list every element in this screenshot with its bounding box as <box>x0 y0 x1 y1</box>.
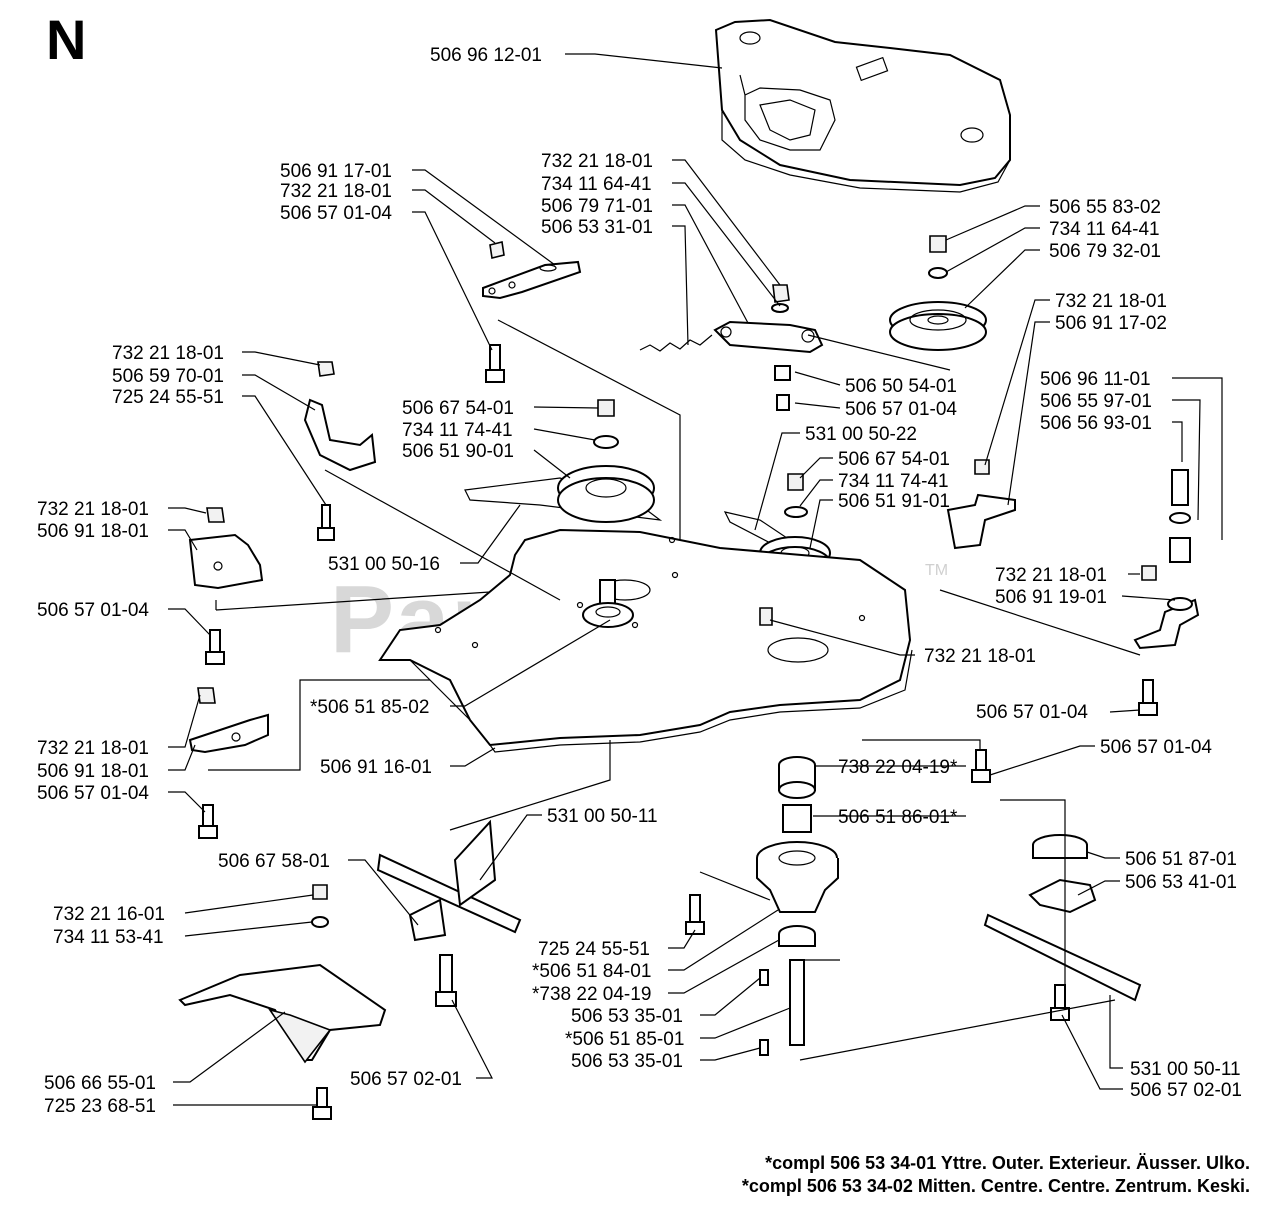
part-label: 732 21 18-01 <box>541 151 653 172</box>
footnote-centre: *compl 506 53 34-02 Mitten. Centre. Cent… <box>741 1176 1250 1196</box>
part-label: 531 00 50-22 <box>805 424 917 445</box>
part-label: 738 22 04-19* <box>838 757 958 778</box>
part-label: 506 79 71-01 <box>541 196 653 217</box>
part-label: 506 57 01-04 <box>976 702 1088 723</box>
part-label: 506 91 18-01 <box>37 521 149 542</box>
part-label: 506 50 54-01 <box>845 376 957 397</box>
part-label: 506 91 19-01 <box>995 587 1107 608</box>
part-label: 506 66 55-01 <box>44 1073 156 1094</box>
right-blade-assembly <box>983 834 1142 1021</box>
bracket-506-91-17-02 <box>946 459 1016 550</box>
part-label: 506 55 83-02 <box>1049 197 1161 218</box>
part-label: 506 56 93-01 <box>1040 413 1152 434</box>
part-label: 506 57 02-01 <box>350 1069 462 1090</box>
part-label: 506 53 35-01 <box>571 1006 683 1027</box>
part-label: 531 00 50-16 <box>328 554 440 575</box>
footnotes: *compl 506 53 34-01 Yttre. Outer. Exteri… <box>742 1152 1250 1198</box>
part-label: 506 96 12-01 <box>430 45 542 66</box>
part-label: 732 21 18-01 <box>280 181 392 202</box>
part-label: 732 21 18-01 <box>995 565 1107 586</box>
part-label: 506 67 58-01 <box>218 851 330 872</box>
pulley-506-79-32-01 <box>889 235 987 351</box>
part-label: 734 11 64-41 <box>541 174 652 195</box>
part-label: 506 53 41-01 <box>1125 872 1237 893</box>
part-label: 506 96 11-01 <box>1040 369 1151 390</box>
part-label: 732 21 16-01 <box>53 904 165 925</box>
watermark-tm: TM <box>925 562 948 579</box>
tension-arm-assembly <box>639 284 824 411</box>
part-label: *506 51 85-02 <box>310 697 429 718</box>
part-label: 732 21 18-01 <box>1055 291 1167 312</box>
part-label: 732 21 18-01 <box>37 499 149 520</box>
part-label: 506 57 02-01 <box>1130 1080 1242 1101</box>
part-label: 506 91 18-01 <box>37 761 149 782</box>
part-label: 506 79 32-01 <box>1049 241 1161 262</box>
part-label: 506 91 17-02 <box>1055 313 1167 334</box>
part-label: 506 51 87-01 <box>1125 849 1237 870</box>
part-label: 732 21 18-01 <box>37 738 149 759</box>
part-label: 506 51 90-01 <box>402 441 514 462</box>
bracket-506-91-17-01 <box>482 241 582 383</box>
part-label: 531 00 50-11 <box>547 806 658 827</box>
part-label: *506 51 84-01 <box>532 961 651 982</box>
part-label: 506 51 91-01 <box>838 491 950 512</box>
bracket-506-91-19-01 <box>1133 469 1200 716</box>
deflector <box>178 963 387 1120</box>
part-label: 506 91 17-01 <box>280 161 392 182</box>
left-blade-assembly <box>311 819 522 1007</box>
part-label: *738 22 04-19 <box>532 984 651 1005</box>
part-label: 732 21 18-01 <box>112 343 224 364</box>
part-label: 506 57 01-04 <box>280 203 392 224</box>
part-label: 725 24 55-51 <box>538 939 650 960</box>
leader-lines <box>168 53 1223 1106</box>
part-label: 506 67 54-01 <box>838 449 950 470</box>
part-label: 734 11 53-41 <box>53 927 164 948</box>
spindle-housing-assembly <box>685 749 991 1056</box>
part-labels: 506 96 12-01 506 91 17-01 732 21 18-01 5… <box>37 45 1242 1117</box>
part-label: 506 59 70-01 <box>112 366 224 387</box>
part-label: 506 55 97-01 <box>1040 391 1152 412</box>
part-label: 506 53 31-01 <box>541 217 653 238</box>
mower-deck <box>378 528 913 753</box>
part-label: 506 57 01-04 <box>845 399 957 420</box>
part-label: 725 24 55-51 <box>112 387 224 408</box>
part-label: 734 11 74-41 <box>402 420 513 441</box>
top-cover <box>714 18 1011 193</box>
section-letter: N <box>46 8 87 71</box>
part-label: 734 11 64-41 <box>1049 219 1160 240</box>
part-label: 506 57 01-04 <box>37 600 149 621</box>
part-label: *506 51 85-01 <box>565 1029 684 1050</box>
part-label: 734 11 74-41 <box>838 471 949 492</box>
part-label: 506 57 01-04 <box>1100 737 1212 758</box>
part-label: 506 53 35-01 <box>571 1051 683 1072</box>
part-label: 732 21 18-01 <box>924 646 1036 667</box>
part-label: 506 57 01-04 <box>37 783 149 804</box>
footnote-outer: *compl 506 53 34-01 Yttre. Outer. Exteri… <box>765 1153 1250 1173</box>
belt-guide <box>303 361 377 541</box>
part-label: 725 23 68-51 <box>44 1096 156 1117</box>
part-label: 506 91 16-01 <box>320 757 432 778</box>
parts-illustration <box>178 18 1200 1120</box>
bracket-506-91-18-01-lower <box>188 687 269 839</box>
part-label: 506 51 86-01* <box>838 807 958 828</box>
part-label: 506 67 54-01 <box>402 398 514 419</box>
bracket-506-91-18-01-upper <box>188 507 264 665</box>
pulley-506-51-90-01 <box>464 399 663 523</box>
part-label: 531 00 50-11 <box>1130 1059 1241 1080</box>
